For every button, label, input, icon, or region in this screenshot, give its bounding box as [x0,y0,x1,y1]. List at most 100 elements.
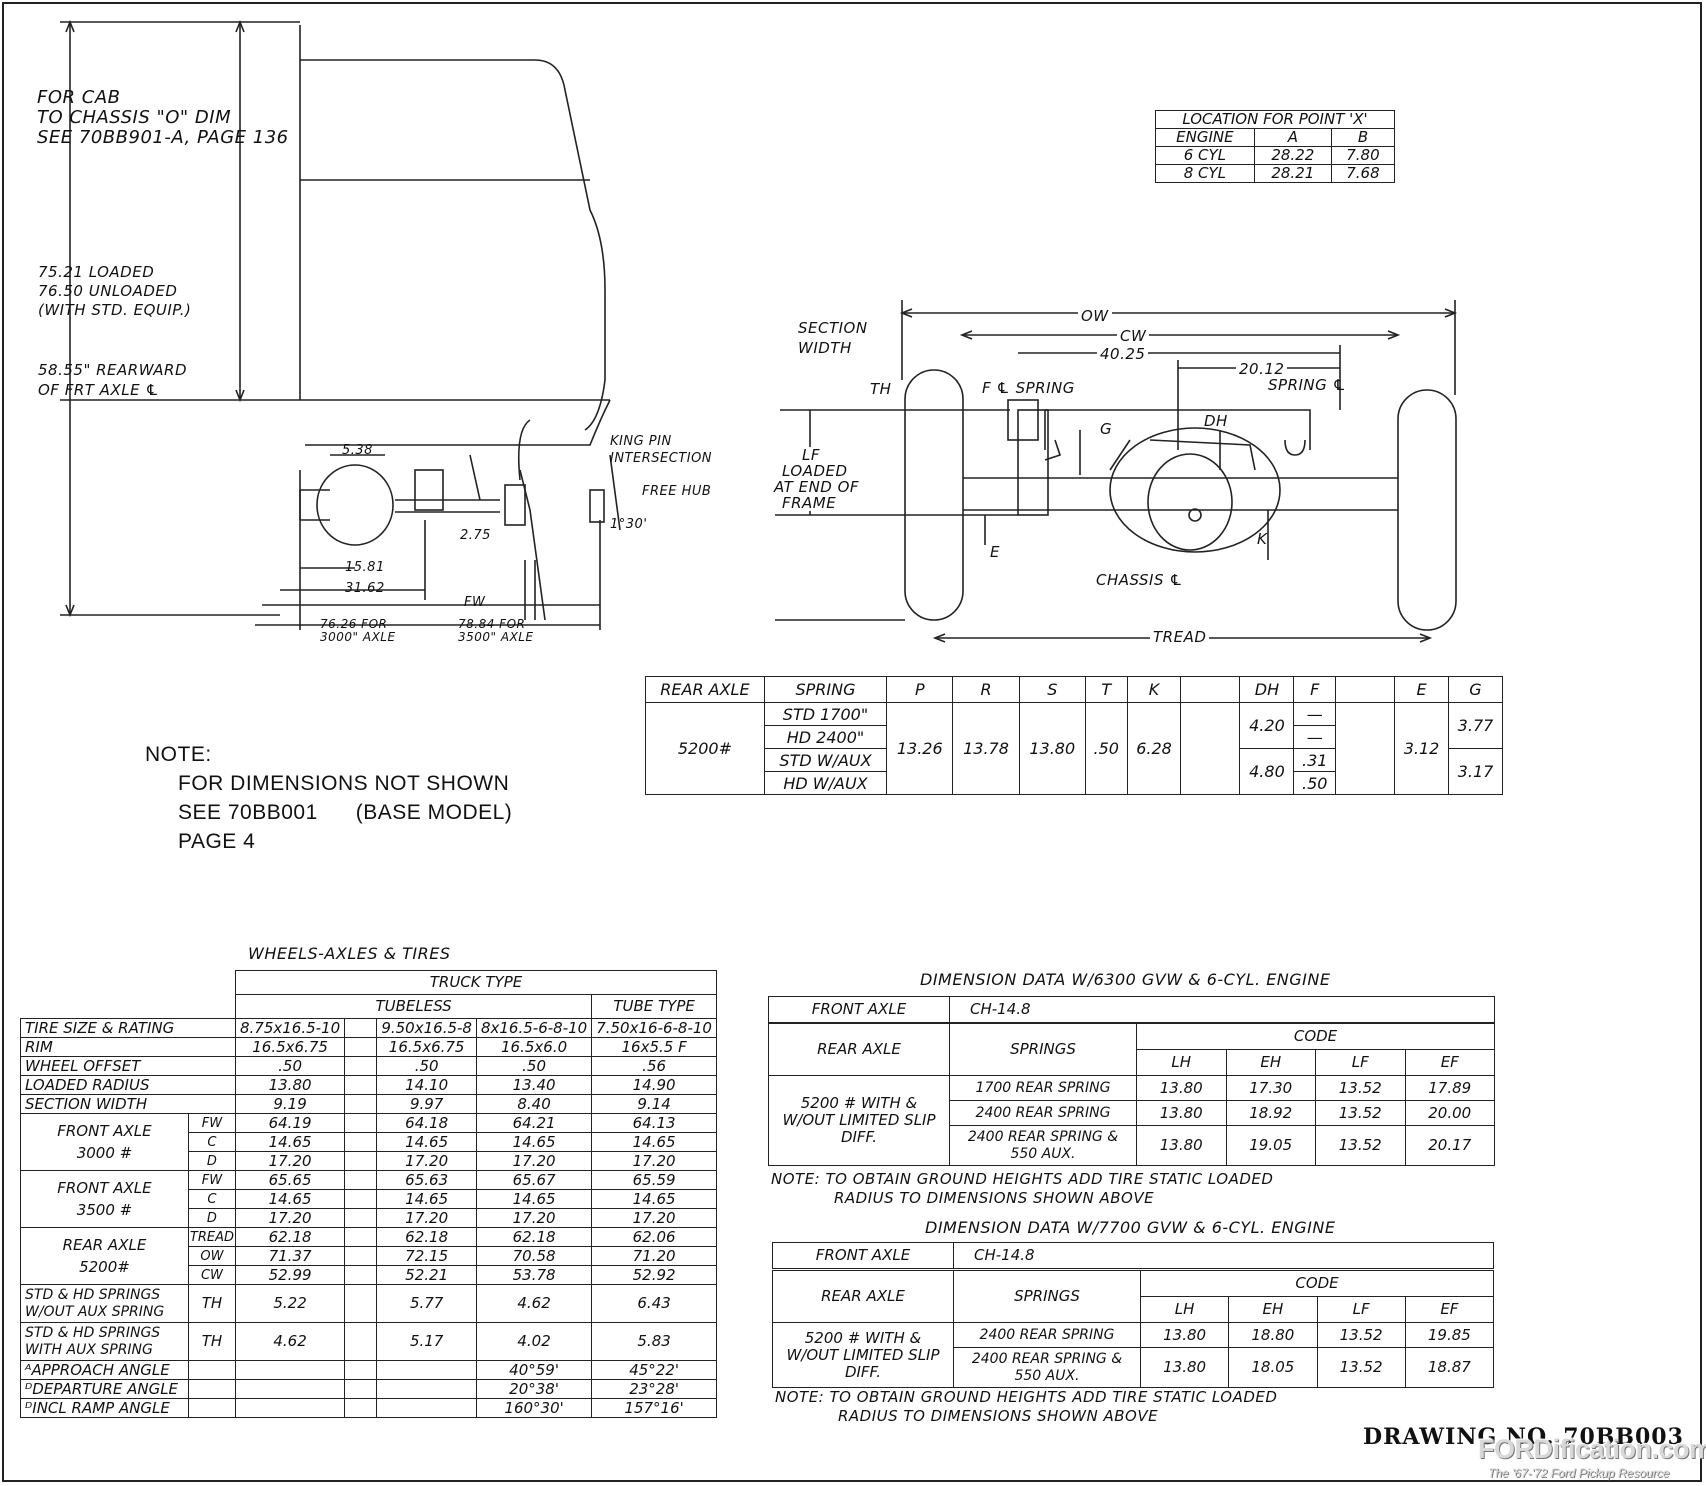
code-header: CODE [1136,1023,1495,1050]
table-cell: 28.22 [1253,146,1332,165]
table-cell: 62.06 [591,1227,717,1247]
table-cell: 40°59' [475,1360,593,1380]
table-cell: 17.20 [234,1151,346,1171]
k-label: K [1257,530,1268,548]
table-cell: 9.14 [591,1094,717,1114]
table-cell [344,1170,378,1190]
table-cell [187,1360,236,1380]
header-rear-axle: REAR AXLE [645,676,765,703]
table-cell: 13.80 [1136,1100,1227,1126]
tubeless-header: TUBELESS [234,994,593,1019]
code-column-header: LH [1139,1296,1230,1323]
table-cell [344,1227,378,1247]
row-key: FW [187,1113,236,1133]
table-cell: 9.50x16.5-8 [376,1018,477,1038]
dim-7700-title: DIMENSION DATA W/7700 GVW & 6-CYL. ENGIN… [925,1218,1336,1237]
lf-label: LF LOADED AT END OF FRAME [774,446,860,512]
row-key: FW [187,1170,236,1190]
table-cell [344,1379,378,1399]
free-hub-label: FREE HUB [642,484,712,499]
table-cell: 19.85 [1404,1322,1495,1348]
spring-hd-aux: HD W/AUX [763,771,888,795]
table-cell: 14.65 [591,1189,717,1209]
table-cell: 17.20 [376,1208,477,1228]
row-key: TH [187,1322,236,1361]
table-cell: 9.19 [234,1094,346,1114]
row-label: ᴰDEPARTURE ANGLE [20,1379,189,1399]
table-row: WHEEL OFFSET.50.50.50.56 [20,1056,717,1076]
table-cell [234,1379,346,1399]
e-value: 3.12 [1394,702,1449,795]
spring-hd-2400: HD 2400" [763,725,888,749]
table-cell: 64.18 [376,1113,477,1133]
table-cell: 17.20 [591,1151,717,1171]
code-column-header: EF [1404,1049,1495,1076]
rear-axle-label: REAR AXLE [768,1023,950,1076]
dim-78-84: 78.84 FOR 3500" AXLE [458,617,534,644]
table-cell: 13.80 [1136,1075,1227,1101]
dim-7700-front-table: FRONT AXLE CH-14.8 [772,1242,1494,1269]
table-cell [234,1398,346,1418]
table-cell: 65.63 [376,1170,477,1190]
dim-76-26: 76.26 FOR 3000" AXLE [320,617,396,644]
table-cell: 17.30 [1225,1075,1316,1101]
table-cell: 9.97 [376,1094,477,1114]
table-cell: 65.59 [591,1170,717,1190]
dim-6300-front-table: FRONT AXLE CH-14.8 [768,996,1495,1023]
front-axle-value: CH-14.8 [949,996,1495,1023]
table-cell: 20°38' [475,1379,593,1399]
chassis-centerline-label: CHASSIS ℄ [1096,571,1184,589]
g-label: G [1100,420,1113,438]
location-table-title: LOCATION FOR POINT 'X' [1155,110,1395,129]
table-cell: 20.17 [1404,1125,1495,1166]
code-column-header: LF [1316,1296,1406,1323]
header-dh: DH [1239,676,1295,703]
table-cell: 70.58 [475,1246,593,1266]
code-column-header: LH [1136,1049,1227,1076]
table-cell: 13.80 [1139,1322,1230,1348]
dh-value-1: 4.20 [1239,702,1295,749]
dim-40-25: 40.25 [1097,345,1149,363]
table-cell [344,1075,378,1095]
table-cell [376,1379,477,1399]
table-cell: 72.15 [376,1246,477,1266]
table-cell: 14.65 [376,1189,477,1209]
table-cell: .56 [591,1056,717,1076]
table-cell [344,1151,378,1171]
table-cell: 52.92 [591,1265,717,1285]
row-key: TH [187,1284,236,1323]
header-k: K [1126,676,1182,703]
table-cell: 5.17 [376,1322,477,1361]
table-cell: 8x16.5-6-8-10 [475,1018,593,1038]
table-cell: 14.65 [475,1189,593,1209]
dim-6300-title: DIMENSION DATA W/6300 GVW & 6-CYL. ENGIN… [920,970,1331,989]
tube-type-header: TUBE TYPE [591,994,717,1019]
ow-label: OW [1078,307,1112,325]
row-label: WHEEL OFFSET [20,1056,236,1076]
table-cell: 64.21 [475,1113,593,1133]
spring-std-aux: STD W/AUX [763,748,888,772]
table-cell: 65.65 [234,1170,346,1190]
table-cell: 71.20 [591,1246,717,1266]
table-cell [344,1265,378,1285]
table-cell: 18.87 [1404,1347,1495,1388]
row-key: OW [187,1246,236,1266]
table-cell [344,1398,378,1418]
table-cell: 6.43 [591,1284,717,1323]
p-value: 13.26 [886,702,954,795]
dim-5-38: 5.38 [342,443,373,458]
table-cell: 16.5x6.75 [234,1037,346,1057]
rear-axle-spring-table: REAR AXLE SPRING P R S T K DH F E G 5200… [645,676,1504,795]
location-header-b: B [1330,128,1396,147]
table-cell: 16.5x6.75 [376,1037,477,1057]
table-cell [344,1056,378,1076]
table-cell: 4.62 [234,1322,346,1361]
front-axle-label: FRONT AXLE [768,996,950,1023]
